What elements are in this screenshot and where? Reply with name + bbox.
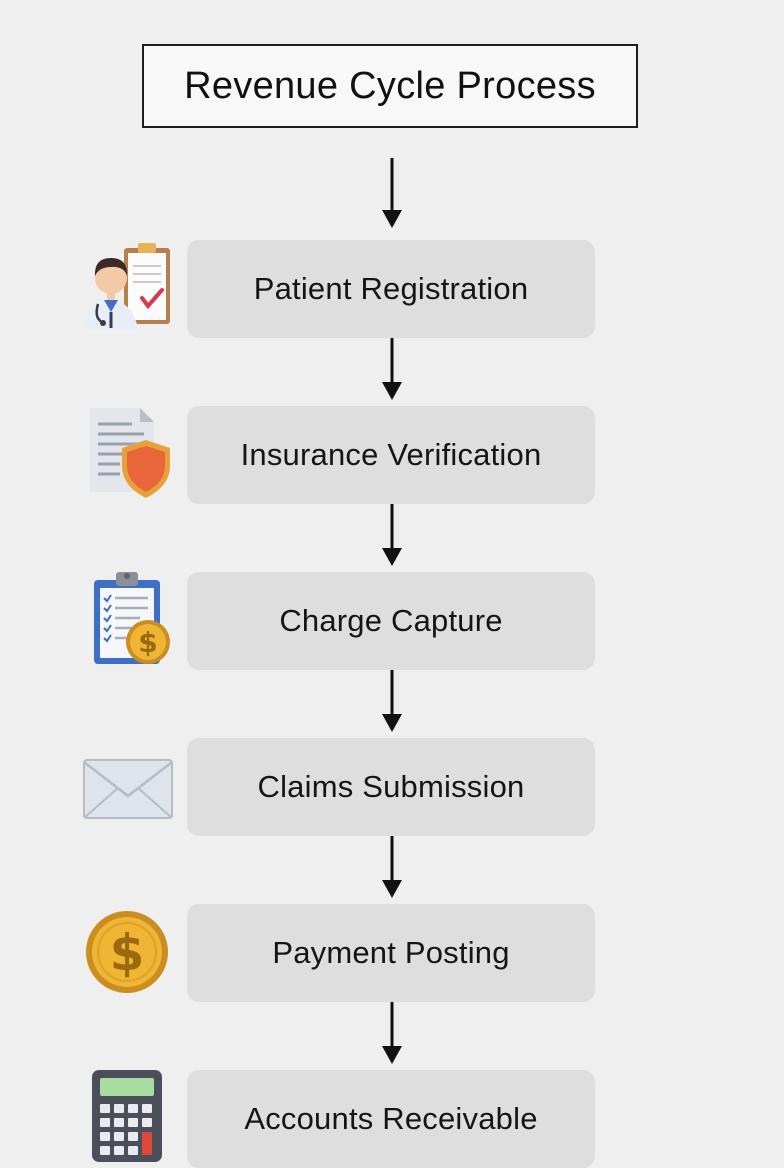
- document-shield-icon: [80, 404, 176, 500]
- svg-text:$: $: [110, 924, 145, 982]
- title-box: Revenue Cycle Process: [142, 44, 638, 128]
- step-charge-capture: Charge Capture: [187, 572, 595, 670]
- step-label: Insurance Verification: [240, 437, 542, 472]
- step-payment-posting: Payment Posting: [187, 904, 595, 1002]
- step-label: Patient Registration: [253, 271, 529, 306]
- step-claims-submission: Claims Submission: [187, 738, 595, 836]
- step-insurance-verification: Insurance Verification: [187, 406, 595, 504]
- clipboard-dollar-icon: $: [80, 570, 176, 666]
- step-label: Payment Posting: [272, 935, 510, 970]
- flow-arrow: [380, 1002, 404, 1066]
- flow-arrow: [380, 338, 404, 402]
- flow-arrow: [380, 158, 404, 230]
- flow-arrow: [380, 670, 404, 734]
- step-label: Charge Capture: [279, 603, 503, 638]
- diagram-title: Revenue Cycle Process: [184, 64, 596, 107]
- calculator-icon: [80, 1068, 176, 1164]
- step-accounts-receivable: Accounts Receivable: [187, 1070, 595, 1168]
- flow-arrow: [380, 504, 404, 568]
- step-label: Accounts Receivable: [244, 1101, 538, 1136]
- step-label: Claims Submission: [257, 769, 525, 804]
- envelope-icon: [80, 742, 176, 838]
- step-patient-registration: Patient Registration: [187, 240, 595, 338]
- svg-text:$: $: [138, 626, 157, 659]
- flow-arrow: [380, 836, 404, 900]
- doctor-clipboard-icon: [80, 240, 176, 336]
- dollar-coin-icon: $: [80, 904, 176, 1000]
